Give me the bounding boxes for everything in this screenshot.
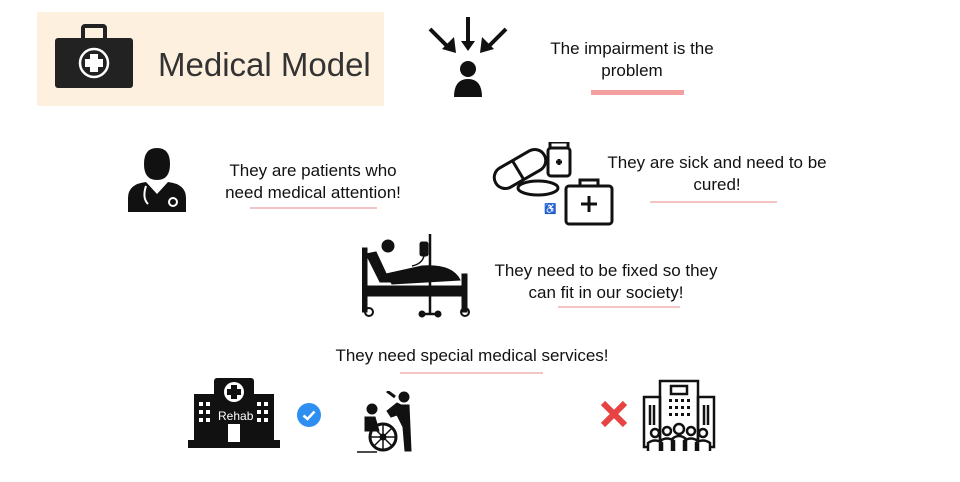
svg-text:♿: ♿: [544, 202, 556, 215]
statement-line: cured!: [693, 175, 741, 194]
rehab-hospital-icon: Rehab: [188, 378, 280, 448]
statement-line: need medical attention!: [225, 183, 401, 202]
underline: [650, 201, 777, 203]
statement-fixed: They need to be fixed so they can fit in…: [476, 260, 736, 304]
hospital-label: Rehab: [218, 409, 254, 423]
check-icon: [297, 403, 321, 427]
institution-crowd-icon: [642, 379, 716, 453]
statement-line: The impairment is the: [550, 39, 714, 58]
pills-and-kit-icon: ♿: [490, 142, 614, 226]
underline: [250, 207, 377, 209]
statement-patients: They are patients who need medical atten…: [213, 160, 413, 204]
underline: [591, 90, 684, 95]
cross-icon: [600, 400, 628, 428]
statement-line: can fit in our society!: [528, 283, 684, 302]
statement-line: problem: [601, 61, 663, 80]
statement-services: They need special medical services!: [335, 346, 609, 365]
wheelchair-assistance-icon: [357, 391, 417, 453]
underline: [400, 372, 543, 374]
statement-sick: They are sick and need to be cured!: [592, 152, 842, 196]
hospital-bed-icon: [362, 234, 472, 318]
doctor-icon: [128, 146, 186, 212]
statement-impairment: The impairment is the problem: [532, 38, 732, 82]
page-title: Medical Model: [158, 46, 371, 83]
medical-kit-icon: [55, 24, 133, 88]
arrows-to-person-icon: [428, 17, 508, 97]
statement-line: They are patients who: [229, 161, 397, 180]
statement-line: They need to be fixed so they: [494, 261, 718, 280]
statement-line: They are sick and need to be: [607, 153, 827, 172]
underline: [558, 306, 680, 308]
